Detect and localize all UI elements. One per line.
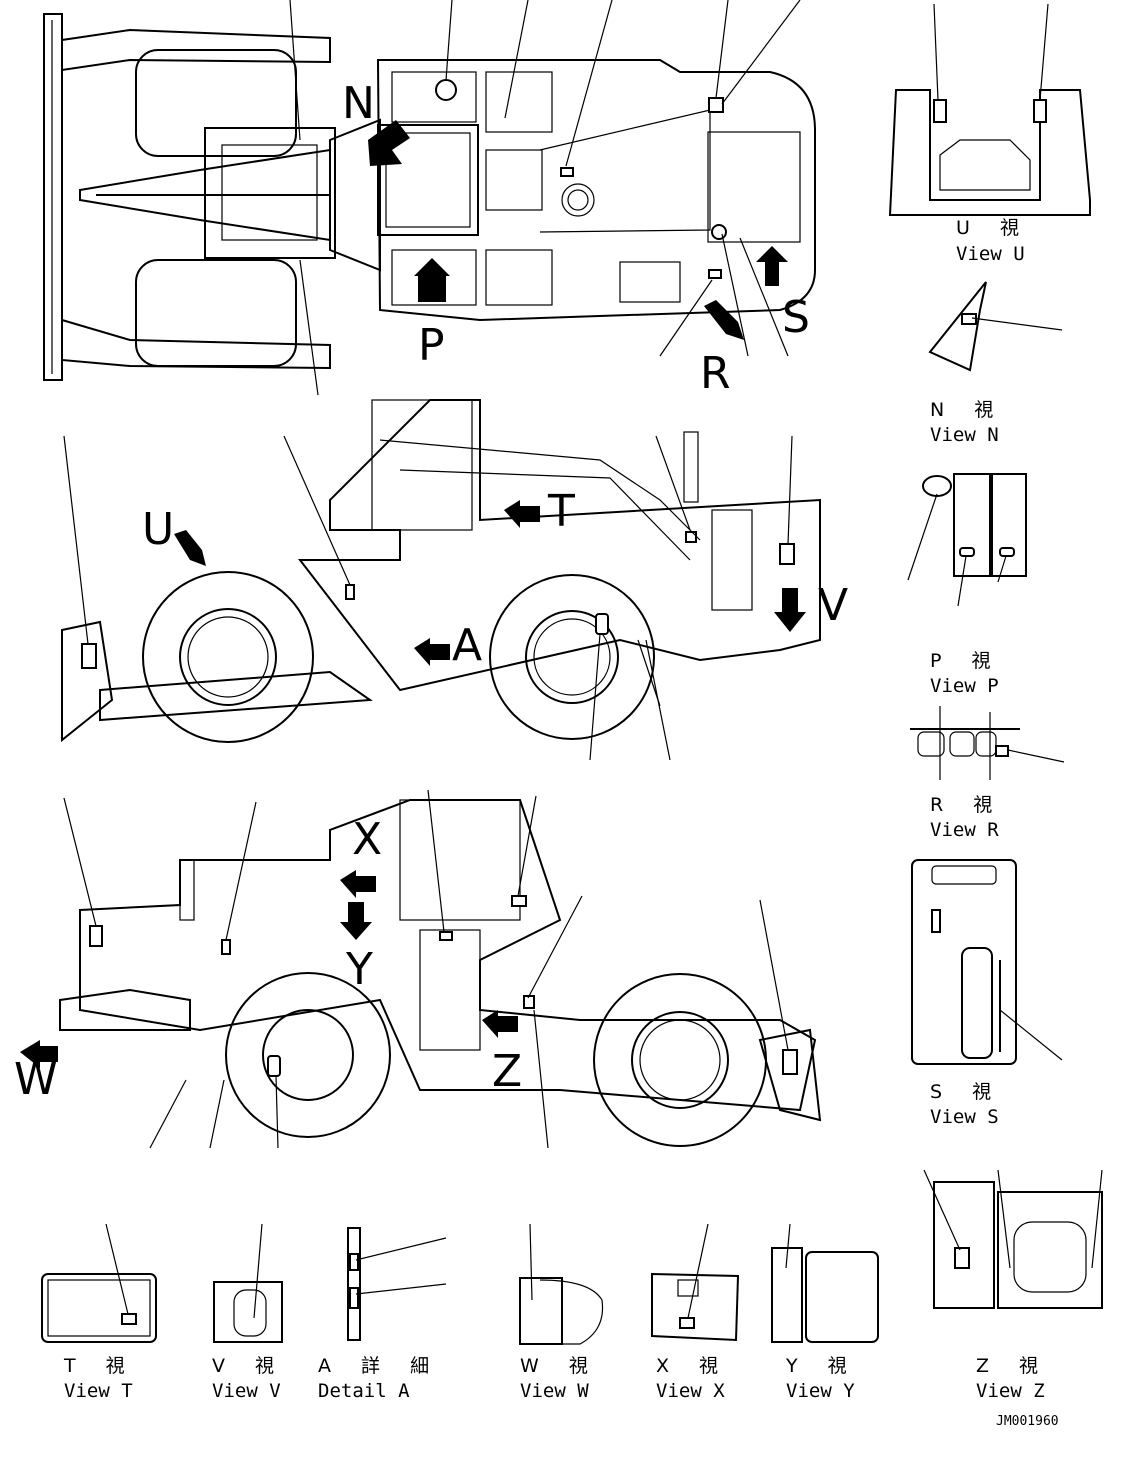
view-letter-P: P — [418, 320, 445, 371]
detail-view-S — [911, 859, 1063, 1065]
view-U-jp-label: U 視 — [956, 217, 1031, 239]
detail-view-A — [347, 1227, 447, 1341]
detail-view-N — [928, 281, 1063, 372]
view-W-jp-label: W 視 — [520, 1355, 600, 1377]
detail-A-en-label: Detail A — [318, 1380, 410, 1402]
view-Z-jp-label: Z 視 — [976, 1355, 1050, 1377]
detail-view-Y — [771, 1223, 879, 1343]
detail-view-W — [519, 1223, 604, 1345]
view-N-en-label: View N — [930, 424, 999, 446]
detail-view-Z — [923, 1169, 1103, 1309]
drawing-code: JM001960 — [996, 1414, 1059, 1429]
view-letter-V: V — [818, 580, 848, 631]
detail-view-X — [651, 1223, 740, 1342]
left-side-view: X Y W Z — [14, 789, 822, 1149]
view-U-en-label: View U — [956, 243, 1025, 265]
view-S-jp-label: S 視 — [930, 1081, 1003, 1103]
top-plan-view: N P R S — [43, 0, 816, 399]
view-S-en-label: View S — [930, 1106, 999, 1128]
view-letter-T: T — [547, 486, 575, 537]
view-letter-A: A — [452, 620, 482, 671]
detail-A-jp-label: A 詳 細 — [318, 1355, 441, 1377]
view-letter-U: U — [142, 504, 174, 555]
view-W-en-label: View W — [520, 1380, 589, 1402]
view-X-jp-label: X 視 — [656, 1355, 730, 1377]
detail-view-V — [213, 1223, 283, 1343]
view-labels: U 視 View U N 視 View N P 視 View P R 視 Vie… — [63, 217, 1050, 1402]
view-R-jp-label: R 視 — [930, 794, 1004, 816]
view-letter-N: N — [342, 78, 375, 129]
view-Y-en-label: View Y — [786, 1380, 855, 1402]
view-T-en-label: View T — [64, 1380, 133, 1402]
view-V-en-label: View V — [212, 1380, 281, 1402]
view-letter-Z: Z — [492, 1046, 522, 1097]
view-P-en-label: View P — [930, 675, 999, 697]
detail-view-R — [910, 706, 1065, 780]
detail-view-P — [907, 473, 1027, 607]
right-side-view: U T A V — [61, 399, 848, 761]
view-V-jp-label: V 視 — [212, 1355, 286, 1377]
view-letter-S: S — [782, 292, 810, 343]
view-T-jp-label: T 視 — [63, 1355, 137, 1377]
view-Y-jp-label: Y 視 — [785, 1355, 859, 1377]
view-letter-W: W — [14, 1054, 58, 1105]
detail-view-U — [888, 3, 1091, 216]
view-P-jp-label: P 視 — [930, 650, 1003, 672]
view-N-jp-label: N 視 — [930, 399, 1005, 421]
view-letter-X: X — [352, 814, 382, 865]
view-letter-Y: Y — [345, 944, 373, 995]
view-R-en-label: View R — [930, 819, 999, 841]
view-Z-en-label: View Z — [976, 1380, 1045, 1402]
view-letter-R: R — [700, 348, 731, 399]
view-X-en-label: View X — [656, 1380, 725, 1402]
detail-view-T — [41, 1223, 157, 1343]
